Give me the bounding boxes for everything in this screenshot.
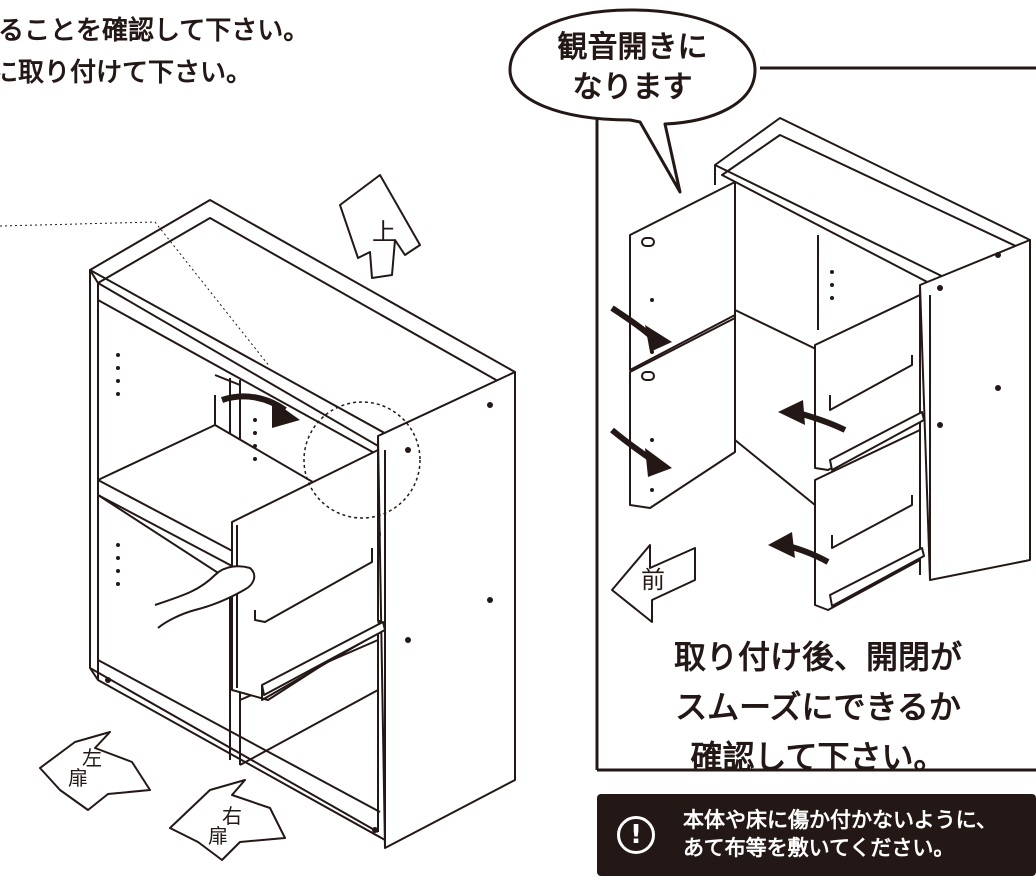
right-door-label-2: 扉 [208,824,228,848]
right-door-arrow [169,779,286,861]
instruction-line-1: ることを確認して下さい。 [0,16,310,46]
left-door-arrow [39,731,151,811]
callout-bubble [508,8,757,194]
up-label: 上 [372,218,396,246]
callout-line-2: なります [572,70,693,105]
warning-box: ! 本体や床に傷か付かないように、 あて布等を敷いてください。 [597,794,1036,876]
right-door-label-1: 右 [222,804,242,828]
exclamation-icon: ! [617,816,655,854]
left-door-label-1: 左 [82,746,102,770]
left-door-label-2: 扉 [68,766,88,790]
result-line-3: 確認して下さい。 [690,738,946,776]
result-line-2: スムーズにできるか [675,688,961,726]
callout-text: 観音開きに なります [510,28,755,108]
warning-line-2: あて布等を敷いてください。 [683,836,955,860]
up-arrow [339,174,421,279]
front-arrow [611,544,696,623]
warning-text: 本体や床に傷か付かないように、 あて布等を敷いてください。 [683,806,997,862]
left-cabinet [0,199,516,849]
result-line-1: 取り付け後、開閉が [673,638,962,676]
front-label: 前 [641,566,665,594]
instruction-line-2: に取り付けて下さい。 [0,58,253,88]
right-cabinet [610,117,1031,611]
warning-line-1: 本体や床に傷か付かないように、 [683,808,997,832]
result-text: 取り付け後、開閉が スムーズにできるか 確認して下さい。 [600,632,1036,782]
callout-line-1: 観音開きに [557,30,708,65]
